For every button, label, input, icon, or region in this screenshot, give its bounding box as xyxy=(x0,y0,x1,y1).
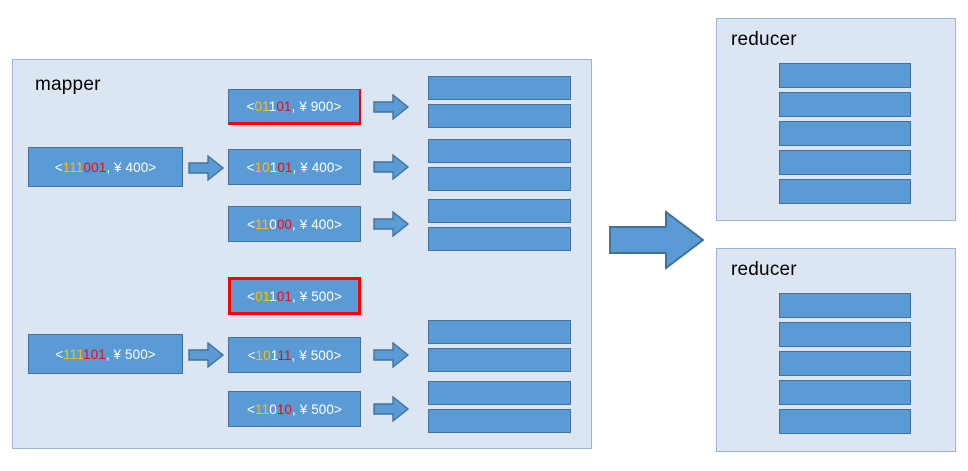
reducer-bar[interactable] xyxy=(779,92,911,117)
reducer-bar[interactable] xyxy=(779,380,911,405)
mapper-result-bar[interactable] xyxy=(428,320,571,344)
arrow-right-icon xyxy=(373,94,409,120)
kv-text: <01101, ¥ 500> xyxy=(247,288,342,304)
arrow-right-icon xyxy=(188,342,224,368)
mapper-result-bar[interactable] xyxy=(428,381,571,405)
reducer-bottom-panel: reducer xyxy=(716,248,956,452)
arrow-right-large-icon xyxy=(608,210,705,270)
reducer-top-title: reducer xyxy=(731,29,797,50)
kv-text: <10111, ¥ 500> xyxy=(247,347,342,363)
mapper-result-bar[interactable] xyxy=(428,139,571,163)
kv-text: <111101, ¥ 500> xyxy=(55,346,156,362)
mapper-output-box-11010-500[interactable]: <11010, ¥ 500> xyxy=(228,391,361,427)
reducer-bar[interactable] xyxy=(779,150,911,175)
mapper-output-box-01101-500[interactable]: <01101, ¥ 500> xyxy=(228,277,361,315)
reducer-bar[interactable] xyxy=(779,63,911,88)
arrow-right-icon xyxy=(373,396,409,422)
mapper-output-box-11000-400[interactable]: <11000, ¥ 400> xyxy=(228,206,361,242)
arrow-right-icon xyxy=(373,211,409,237)
kv-text: <01101, ¥ 900> xyxy=(246,98,342,114)
kv-text: <111001, ¥ 400> xyxy=(54,159,157,175)
mapper-result-bar[interactable] xyxy=(428,199,571,223)
mapper-output-box-10101-400[interactable]: <10101, ¥ 400> xyxy=(228,149,361,185)
reducer-bar[interactable] xyxy=(779,179,911,204)
mapper-result-bar[interactable] xyxy=(428,167,571,191)
reducer-bar[interactable] xyxy=(779,121,911,146)
mapper-input-box-lower[interactable]: <111101, ¥ 500> xyxy=(28,334,183,374)
mapper-result-bar[interactable] xyxy=(428,227,571,251)
kv-text: <11000, ¥ 400> xyxy=(247,216,342,232)
kv-text: <10101, ¥ 400> xyxy=(246,159,343,175)
arrow-right-icon xyxy=(373,154,409,180)
mapper-result-bar[interactable] xyxy=(428,348,571,372)
kv-text: <11010, ¥ 500> xyxy=(247,401,342,417)
reducer-top-panel: reducer xyxy=(716,18,956,221)
mapper-result-bar[interactable] xyxy=(428,76,571,100)
mapper-result-bar[interactable] xyxy=(428,104,571,128)
mapper-title: mapper xyxy=(35,74,101,95)
arrow-right-icon xyxy=(188,155,224,181)
reducer-bar[interactable] xyxy=(779,322,911,347)
arrow-right-icon xyxy=(373,342,409,368)
reducer-bar[interactable] xyxy=(779,351,911,376)
reducer-bottom-title: reducer xyxy=(731,259,797,280)
mapper-output-box-01101-900[interactable]: <01101, ¥ 900> xyxy=(228,89,361,125)
mapper-output-box-10111-500[interactable]: <10111, ¥ 500> xyxy=(228,337,361,373)
reducer-bar[interactable] xyxy=(779,409,911,434)
mapper-result-bar[interactable] xyxy=(428,409,571,433)
reducer-bar[interactable] xyxy=(779,293,911,318)
mapper-input-box-upper[interactable]: <111001, ¥ 400> xyxy=(28,147,183,187)
